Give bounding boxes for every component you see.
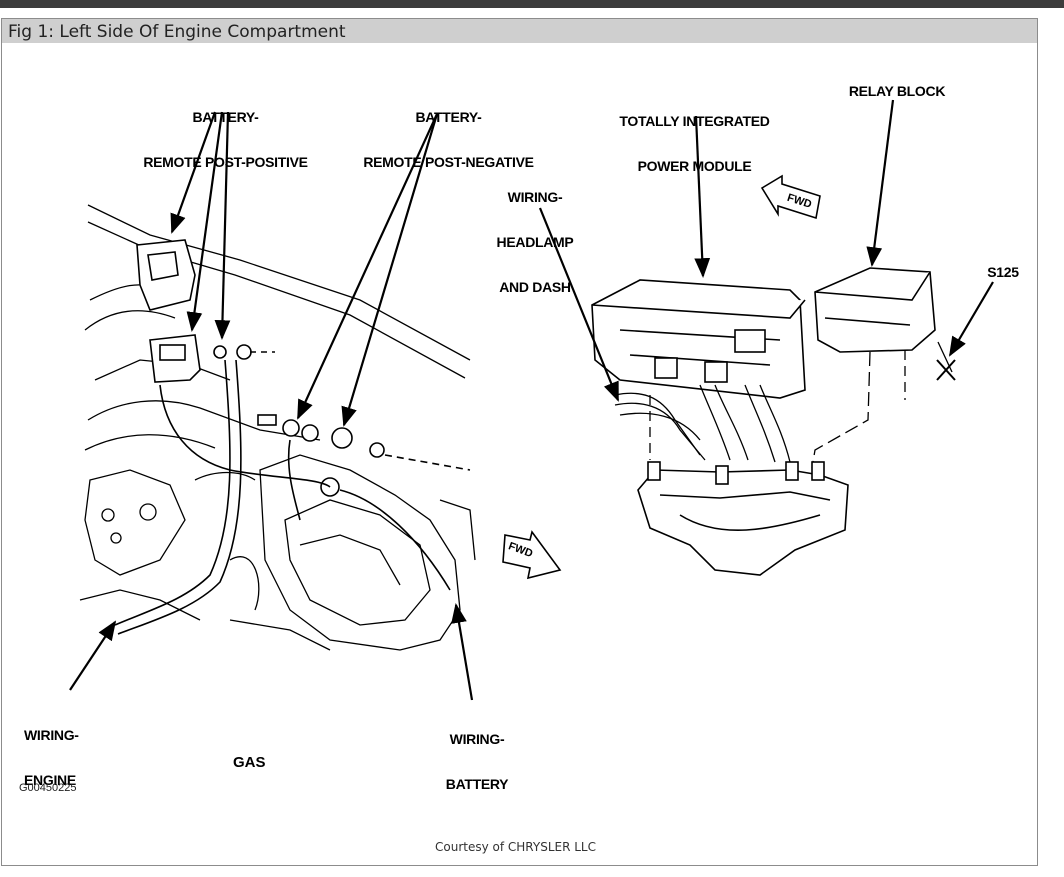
caption-bar: Fig 1: Left Side Of Engine Compartment: [2, 19, 1037, 43]
s125-splice: [936, 359, 956, 381]
label-battery-positive-line1: BATTERY-: [192, 109, 259, 125]
tipm-wiring: [614, 341, 953, 469]
label-battery-positive: BATTERY- REMOTE POST-POSITIVE: [128, 80, 323, 185]
label-battery-negative-line1: BATTERY-: [415, 109, 482, 125]
label-tipm-line1: TOTALLY INTEGRATED: [619, 113, 770, 129]
label-tipm: TOTALLY INTEGRATED POWER MODULE: [602, 84, 787, 189]
variant-label: GAS: [233, 754, 266, 771]
label-wiring-engine: WIRING- ENGINE: [24, 698, 104, 803]
positive-remote-post: [136, 239, 275, 383]
label-wiring-headlamp: WIRING- HEADLAMP AND DASH: [490, 160, 580, 310]
figure-frame: Fig 1: Left Side Of Engine Compartment: [1, 18, 1038, 866]
figure-credit: Courtesy of CHRYSLER LLC: [435, 840, 596, 854]
label-relay-block: RELAY BLOCK: [848, 83, 946, 99]
label-wiring-battery: WIRING- BATTERY: [432, 702, 522, 807]
leader-lines: [69, 99, 994, 701]
label-wiring-battery-line1: WIRING-: [449, 731, 505, 747]
label-battery-negative: BATTERY- REMOTE POST-NEGATIVE: [346, 80, 551, 185]
tipm-module: [591, 279, 806, 399]
label-battery-negative-line2: REMOTE POST-NEGATIVE: [363, 154, 534, 170]
label-wiring-headlamp-line2: HEADLAMP: [496, 234, 574, 250]
top-bar: [0, 0, 1064, 8]
figure-caption: Fig 1: Left Side Of Engine Compartment: [8, 22, 346, 42]
label-battery-positive-line2: REMOTE POST-POSITIVE: [143, 154, 308, 170]
label-s125: S125: [987, 264, 1019, 280]
negative-remote-post: [257, 414, 471, 497]
label-tipm-line2: POWER MODULE: [637, 158, 752, 174]
relay-block: [814, 267, 936, 353]
bracket-assembly: [637, 461, 849, 576]
image-code: G00450225: [19, 782, 77, 794]
label-wiring-headlamp-line1: WIRING-: [507, 189, 563, 205]
wiring-engine-cable: [114, 359, 451, 635]
label-wiring-headlamp-line3: AND DASH: [499, 279, 571, 295]
label-wiring-engine-line1: WIRING-: [24, 727, 79, 743]
label-wiring-battery-line2: BATTERY: [445, 776, 509, 792]
label-wiring-engine-line2: ENGINE: [24, 772, 76, 788]
fwd-arrow-icon: [502, 174, 821, 580]
